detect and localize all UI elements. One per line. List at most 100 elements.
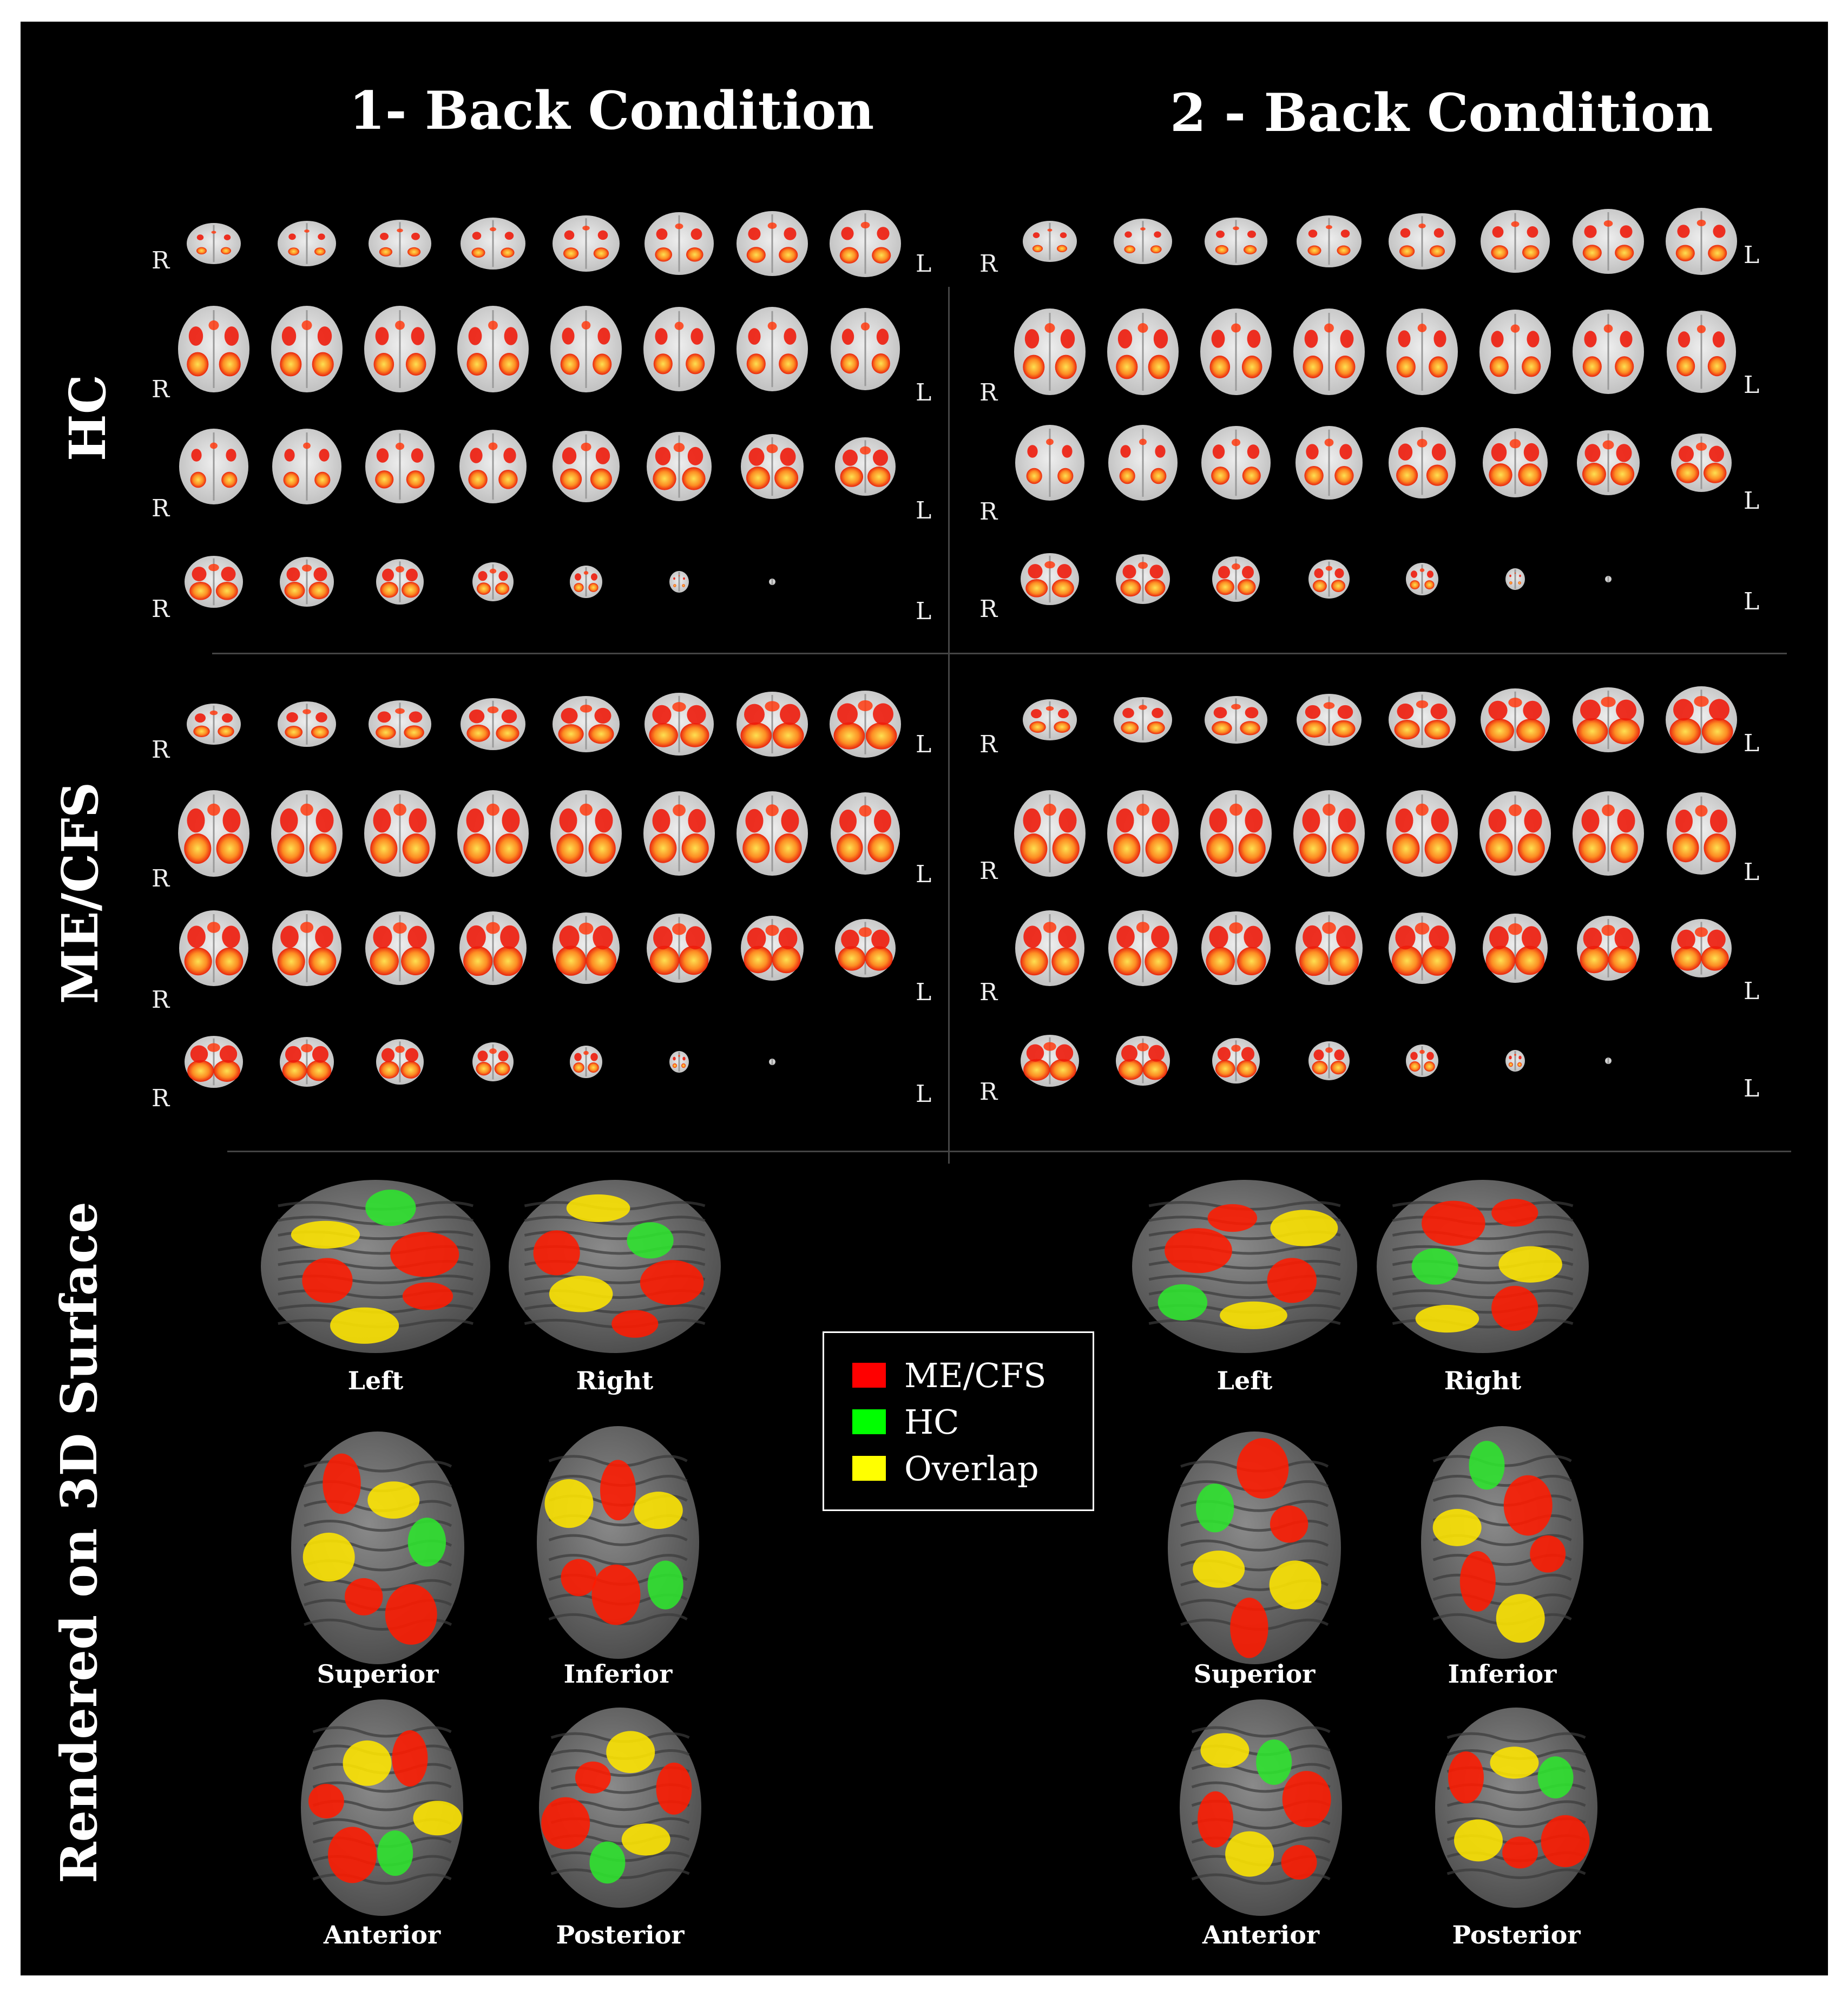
- mecfs-2back-slice: [1573, 791, 1644, 876]
- side-label-r: R: [152, 986, 170, 1014]
- hc-2back-slice: [1605, 576, 1612, 582]
- mecfs-1back-slice: [365, 911, 435, 985]
- mecfs-1back-slice: [272, 910, 341, 986]
- brain-render-left-view: [261, 1180, 490, 1353]
- hc-1back-slice: [178, 306, 249, 392]
- brain-render-left-view: [1132, 1180, 1357, 1353]
- hc-2back-slice: [1389, 427, 1456, 498]
- mecfs-1back-slice: [736, 692, 808, 757]
- hc-2back-slice: [1406, 563, 1438, 595]
- legend-item-mecfs: ME/CFS: [852, 1356, 1047, 1395]
- hc-2back-slice: [1293, 308, 1365, 395]
- view-label-right: Right: [1444, 1366, 1522, 1395]
- view-label-left: Left: [1216, 1366, 1273, 1395]
- mecfs-2back-slice: [1293, 790, 1365, 877]
- mecfs-1back-slice: [736, 791, 808, 876]
- hc-1back-slice: [472, 562, 514, 601]
- side-label-r: R: [152, 736, 170, 764]
- side-label-l: L: [916, 497, 932, 524]
- vertical-divider: [948, 287, 950, 1164]
- brain-render-inferior-view: [537, 1426, 699, 1659]
- mecfs-2back-slice: [1107, 790, 1179, 877]
- hc-2back-slice: [1015, 425, 1084, 501]
- mecfs-1back-slice: [364, 790, 436, 877]
- brain-render-inferior-view: [1421, 1426, 1583, 1659]
- mecfs-1back-slice: [550, 790, 622, 877]
- hc-1back-slice: [647, 432, 712, 501]
- side-label-l: L: [916, 979, 932, 1006]
- brain-render-posterior-view: [1435, 1708, 1597, 1908]
- mecfs-2back-slice: [1577, 916, 1640, 981]
- mecfs-1back-slice: [830, 691, 901, 758]
- mecfs-1back-slice: [669, 1051, 689, 1073]
- hc-1back-slice: [831, 308, 900, 390]
- hc-2back-slice: [1108, 425, 1178, 501]
- mecfs-2back-slice: [1406, 1045, 1438, 1077]
- hc-1back-slice: [457, 306, 529, 392]
- hc-2back-slice: [1308, 560, 1350, 599]
- view-label-inferior: Inferior: [1448, 1659, 1557, 1689]
- hc-1back-slice: [187, 223, 241, 264]
- hc-1back-slice: [364, 306, 436, 392]
- hc-1back-slice: [272, 429, 341, 504]
- horizontal-divider-bottom: [227, 1151, 1791, 1152]
- mecfs-1back-slice: [459, 911, 527, 985]
- mecfs-2back-slice: [1505, 1050, 1525, 1072]
- side-label-r: R: [979, 595, 998, 623]
- side-label-r: R: [979, 731, 998, 758]
- hc-1back-slice: [376, 559, 424, 605]
- view-label-left: Left: [347, 1366, 404, 1395]
- mecfs-1back-slice: [376, 1039, 424, 1085]
- row-label-hc: HC: [58, 374, 117, 462]
- mecfs-2back-slice: [1116, 1036, 1170, 1086]
- hc-1back-slice: [550, 306, 622, 392]
- side-label-r: R: [152, 247, 170, 274]
- side-label-r: R: [979, 979, 998, 1006]
- mecfs-2back-slice: [1108, 910, 1178, 986]
- brain-render-superior-view: [1168, 1432, 1341, 1664]
- mecfs-1back-slice: [570, 1046, 602, 1078]
- view-label-inferior: Inferior: [563, 1659, 673, 1689]
- mecfs-1back-slice: [741, 916, 804, 981]
- side-label-l: L: [1744, 977, 1760, 1005]
- hc-1back-slice: [741, 434, 804, 499]
- view-label-posterior: Posterior: [1452, 1920, 1581, 1949]
- mecfs-1back-slice: [187, 704, 241, 745]
- side-label-l: L: [916, 250, 932, 278]
- legend-label: Overlap: [904, 1448, 1039, 1488]
- mecfs-2back-slice: [1205, 696, 1267, 744]
- mecfs-2back-slice: [1389, 912, 1456, 984]
- hc-1back-slice: [179, 429, 248, 504]
- hc-2back-slice: [1107, 308, 1179, 395]
- side-label-r: R: [152, 865, 170, 892]
- side-label-l: L: [1744, 858, 1760, 886]
- hc-1back-slice: [769, 579, 775, 585]
- mecfs-2back-slice: [1479, 791, 1551, 876]
- hc-1back-slice: [459, 430, 527, 503]
- side-label-r: R: [979, 379, 998, 406]
- hc-2back-slice: [1667, 311, 1736, 393]
- view-label-superior: Superior: [1193, 1659, 1316, 1689]
- hc-1back-slice: [570, 566, 602, 598]
- mecfs-2back-slice: [1201, 911, 1271, 985]
- mecfs-2back-slice: [1021, 1035, 1079, 1087]
- side-label-r: R: [152, 1085, 170, 1112]
- legend-swatch-green: [852, 1409, 886, 1434]
- hc-2back-slice: [1389, 213, 1456, 270]
- hc-1back-slice: [553, 431, 620, 502]
- mecfs-1back-slice: [369, 700, 431, 748]
- hc-1back-slice: [835, 437, 896, 496]
- column-title-1-back: 1- Back Condition: [349, 80, 874, 141]
- legend-item-overlap: Overlap: [852, 1448, 1039, 1488]
- side-label-l: L: [916, 861, 932, 888]
- brain-render-anterior-view: [301, 1699, 463, 1916]
- mecfs-2back-slice: [1023, 699, 1077, 740]
- legend-label: HC: [904, 1402, 959, 1442]
- side-label-l: L: [1744, 487, 1760, 515]
- brain-render-posterior-view: [539, 1708, 701, 1908]
- hc-2back-slice: [1481, 210, 1550, 273]
- hc-1back-slice: [669, 571, 689, 593]
- side-label-l: L: [1744, 588, 1760, 615]
- hc-2back-slice: [1386, 308, 1458, 395]
- mecfs-1back-slice: [271, 790, 343, 877]
